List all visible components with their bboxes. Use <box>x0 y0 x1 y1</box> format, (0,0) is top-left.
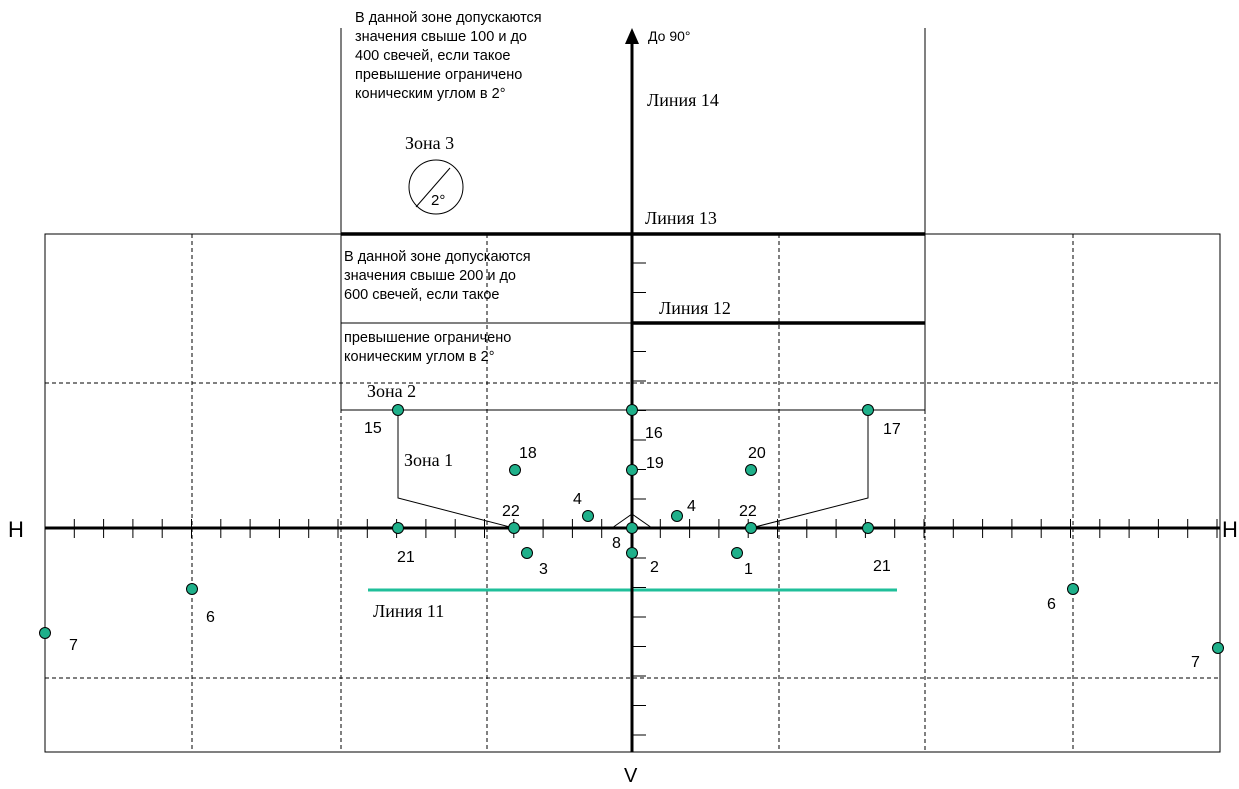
point-label-19: 19 <box>646 455 664 472</box>
point-17 <box>862 404 874 416</box>
point-3 <box>521 547 533 559</box>
zone3-note-line: превышение ограничено <box>355 67 523 83</box>
line-13-label: Линия 13 <box>645 208 717 228</box>
v-axis-ticks <box>632 262 646 736</box>
point-label-18: 18 <box>519 445 537 462</box>
point-6-right <box>1067 583 1079 595</box>
point-8 <box>626 522 638 534</box>
measurement-points <box>39 404 1224 654</box>
zone-3-label: Зона 3 <box>405 133 454 153</box>
point-label-22-left: 22 <box>502 503 520 520</box>
point-label-7-right: 7 <box>1191 654 1200 671</box>
h-axis-right-label: H <box>1222 517 1238 542</box>
point-16 <box>626 404 638 416</box>
zone3-note-line: значения свыше 100 и до <box>355 29 527 45</box>
point-22-left <box>508 522 520 534</box>
point-6-left <box>186 583 198 595</box>
point-7-right <box>1212 642 1224 654</box>
zone2-note-line: превышение ограничено <box>344 330 512 346</box>
point-21-right <box>862 522 874 534</box>
point-label-6-left: 6 <box>206 609 215 626</box>
zone2-note-continued: превышение ограничено коническим углом в… <box>344 329 511 367</box>
point-4-right <box>671 510 683 522</box>
point-21-left <box>392 522 404 534</box>
point-2 <box>626 547 638 559</box>
cone-angle-diagonal <box>415 167 451 208</box>
point-label-2: 2 <box>650 559 659 576</box>
point-7-left <box>39 627 51 639</box>
v-axis-label: V <box>624 765 638 787</box>
point-label-22-right: 22 <box>739 503 757 520</box>
point-label-21-left: 21 <box>397 549 415 566</box>
point-22-right <box>745 522 757 534</box>
point-19 <box>626 464 638 476</box>
point-label-21-right: 21 <box>873 558 891 575</box>
point-label-20: 20 <box>748 445 766 462</box>
point-1 <box>731 547 743 559</box>
point-label-8: 8 <box>612 535 621 552</box>
point-4-left <box>582 510 594 522</box>
line-12-label: Линия 12 <box>659 298 731 318</box>
point-18 <box>509 464 521 476</box>
zone2-note-line: коническим углом в 2° <box>344 349 495 365</box>
up-limit-label: До 90° <box>648 28 691 44</box>
zone2-note-line: В данной зоне допускаются <box>344 249 531 265</box>
h-axis-left-label: H <box>8 517 24 542</box>
cone-angle-label: 2° <box>431 192 445 209</box>
point-label-7-left: 7 <box>69 637 78 654</box>
point-label-4-right: 4 <box>687 498 696 515</box>
zone2-note-line: значения свыше 200 и до <box>344 268 516 284</box>
point-label-17: 17 <box>883 421 901 438</box>
point-15 <box>392 404 404 416</box>
point-label-3: 3 <box>539 561 548 578</box>
point-label-1: 1 <box>744 561 753 578</box>
zone3-note-line: 400 свечей, если такое <box>355 48 511 64</box>
zone2-note-line: 600 свечей, если такое <box>344 287 500 303</box>
zone-2-label: Зона 2 <box>367 381 416 401</box>
point-20 <box>745 464 757 476</box>
cone-angle-icon <box>408 159 464 215</box>
zone3-note-line: В данной зоне допускаются <box>355 10 542 26</box>
point-label-15: 15 <box>364 420 382 437</box>
zone-1-label: Зона 1 <box>404 450 453 470</box>
zone3-note: В данной зоне допускаются значения свыше… <box>355 9 542 104</box>
point-label-4-left: 4 <box>573 491 582 508</box>
up-arrow-icon <box>625 28 639 44</box>
line-14-label: Линия 14 <box>647 90 719 110</box>
line-11-label: Линия 11 <box>373 601 444 621</box>
zone3-note-line: коническим углом в 2° <box>355 86 506 102</box>
zone2-note: В данной зоне допускаются значения свыше… <box>344 248 531 305</box>
point-label-6-right: 6 <box>1047 596 1056 613</box>
point-label-16: 16 <box>645 425 663 442</box>
